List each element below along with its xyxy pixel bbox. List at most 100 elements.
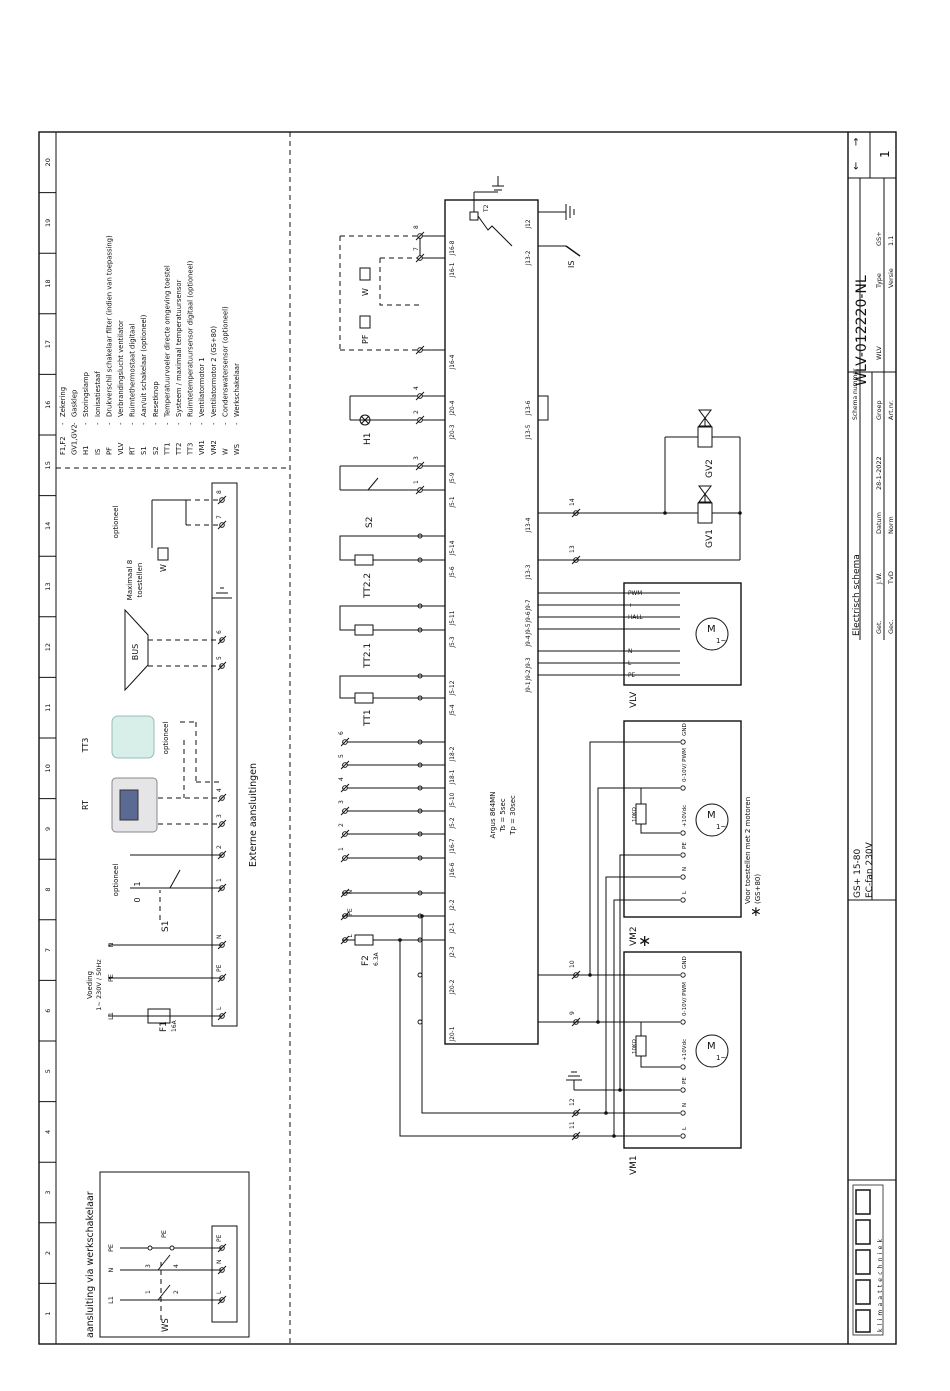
- controller-box: [444, 199, 539, 1045]
- svg-text:N: N: [107, 1267, 115, 1272]
- gv2-valve: [697, 426, 713, 448]
- ws-switch-label: WS: [161, 1318, 171, 1332]
- legend-dash: -: [71, 422, 79, 425]
- legend-code: RT: [129, 446, 137, 455]
- controller-pin-left: J20-4: [450, 400, 456, 416]
- controller-pin-right: J9-6: [526, 611, 532, 623]
- vm2-pin-terminal: [680, 785, 686, 791]
- s1-switch: [169, 869, 181, 889]
- legend-code: PF: [105, 447, 113, 455]
- rt-label: RT: [81, 800, 90, 810]
- svg-text:PF: PF: [361, 334, 370, 344]
- vm2-pin-label: GND: [682, 723, 688, 736]
- wire-number: 6: [338, 731, 345, 735]
- svg-text:TvD: TvD: [887, 571, 895, 585]
- legend-dash: -: [198, 422, 206, 425]
- company-name: klimaattechniek: [877, 1236, 884, 1332]
- svg-text:∗: ∗: [750, 904, 762, 920]
- wire-number: 11: [569, 1121, 576, 1129]
- legend-code: GV1,GV2: [71, 424, 79, 455]
- controller-pin-right: J9-5: [526, 623, 532, 635]
- controller-pin-left: J20-2: [450, 979, 456, 995]
- gv1-valve: [697, 502, 713, 524]
- controller-pin-left: J5-11: [450, 610, 456, 626]
- legend-code: VM1: [198, 440, 206, 455]
- grid-number: 7: [44, 948, 52, 952]
- svg-text:2: 2: [173, 1290, 180, 1294]
- svg-text:Get.: Get.: [875, 620, 883, 634]
- legend-dash: -: [59, 422, 67, 425]
- external-title: Externe aansluitingen: [248, 763, 259, 867]
- external-terminal-label: N: [216, 935, 223, 940]
- grid-number: 18: [44, 279, 52, 287]
- grid-number: 3: [44, 1190, 52, 1194]
- controller-pin-right: J13-6: [526, 400, 532, 416]
- wire-number: 13: [569, 545, 576, 553]
- external-terminal-label: 1: [216, 878, 223, 882]
- gv2-label: GV2: [705, 459, 715, 478]
- legend-desc: Ventilatormotor 2 (GS+80): [210, 326, 218, 417]
- svg-text:M: M: [707, 1041, 716, 1052]
- vm1-pin-terminal: [680, 1019, 686, 1025]
- controller-pin-right: J13-3: [526, 564, 532, 580]
- legend-dash: -: [94, 422, 102, 425]
- legend-desc: Gasklep: [71, 390, 79, 417]
- schema-number: WLV-012220-NL: [854, 275, 870, 386]
- svg-text:3: 3: [145, 1264, 152, 1268]
- controller-pin-right: J9-3: [526, 657, 532, 669]
- legend-dash: -: [140, 422, 148, 425]
- vlv-pin-label: L: [628, 661, 632, 667]
- external-terminal-label: 7: [216, 515, 223, 519]
- svg-text:GS+: GS+: [875, 231, 883, 246]
- legend-dash: -: [187, 422, 195, 425]
- legend-dash: -: [163, 422, 171, 425]
- tt2-2-label: TT2.2: [363, 573, 373, 599]
- wire-number: 8: [413, 225, 420, 229]
- vlv-pin-label: PE: [628, 673, 635, 679]
- wire-terminal: [340, 783, 350, 793]
- legend-dash: -: [117, 422, 125, 425]
- svg-text:Datum: Datum: [875, 512, 883, 534]
- h1-label: H1: [363, 433, 373, 446]
- external-terminal-label: 5: [216, 656, 223, 660]
- legend-code: S1: [140, 446, 148, 455]
- vm1-pin-label: PE: [682, 1077, 688, 1084]
- svg-text:1~: 1~: [716, 823, 726, 831]
- controller-pin-right: J12: [526, 219, 532, 229]
- vm1-pin-terminal: [680, 1110, 686, 1116]
- grid-number: 12: [44, 643, 52, 651]
- ws-terminal-label: PE: [216, 1234, 223, 1242]
- external-terminal-strip: [211, 482, 238, 1027]
- controller-pin-right: J13-5: [526, 424, 532, 440]
- svg-text:10KΩ: 10KΩ: [632, 807, 638, 822]
- legend-desc: Condenswatersensor (optioneel): [221, 306, 229, 417]
- is-label: IS: [567, 261, 576, 268]
- wire-number: 4: [338, 777, 345, 781]
- legend-code: WS: [233, 444, 241, 455]
- werkschakelaar-title: aansluiting via werkschakelaar: [85, 1191, 96, 1338]
- vm1-pin-terminal: [680, 1133, 686, 1139]
- legend-code: TT2: [175, 442, 183, 456]
- ws-terminal-label: L: [216, 1290, 223, 1294]
- vm2-pin-label: 0-10V/ PWM: [682, 748, 688, 782]
- grid-number: 2: [44, 1251, 52, 1255]
- controller-pin-right: J9-4: [526, 635, 532, 647]
- legend-desc: Resetknop: [152, 381, 160, 417]
- vm2-fan: VM2 ∗ M 1~ 10KΩ ∗ Voor toestellen met 2 …: [623, 720, 762, 950]
- legend-code: H1: [82, 446, 90, 455]
- svg-text:Schema nummer: Schema nummer: [852, 368, 859, 420]
- legend-desc: Aan/uit schakelaar (optioneel): [140, 314, 148, 417]
- fuse-f1: [147, 1008, 171, 1024]
- controller-pin-left: J2-1: [450, 922, 456, 934]
- controller-name: Argus 864MN: [489, 792, 497, 839]
- tt2-2-sensor: [354, 554, 374, 566]
- legend-desc: Ventilatormotor 1: [198, 357, 206, 417]
- svg-text:L: L: [347, 934, 354, 938]
- vm2-pin-terminal: [680, 852, 686, 858]
- controller-pin-right: J9-7: [526, 599, 532, 611]
- svg-text:Type: Type: [875, 273, 883, 289]
- s2-label: S2: [365, 517, 375, 528]
- wire-number: 3: [338, 800, 345, 804]
- legend-code: W: [221, 448, 229, 455]
